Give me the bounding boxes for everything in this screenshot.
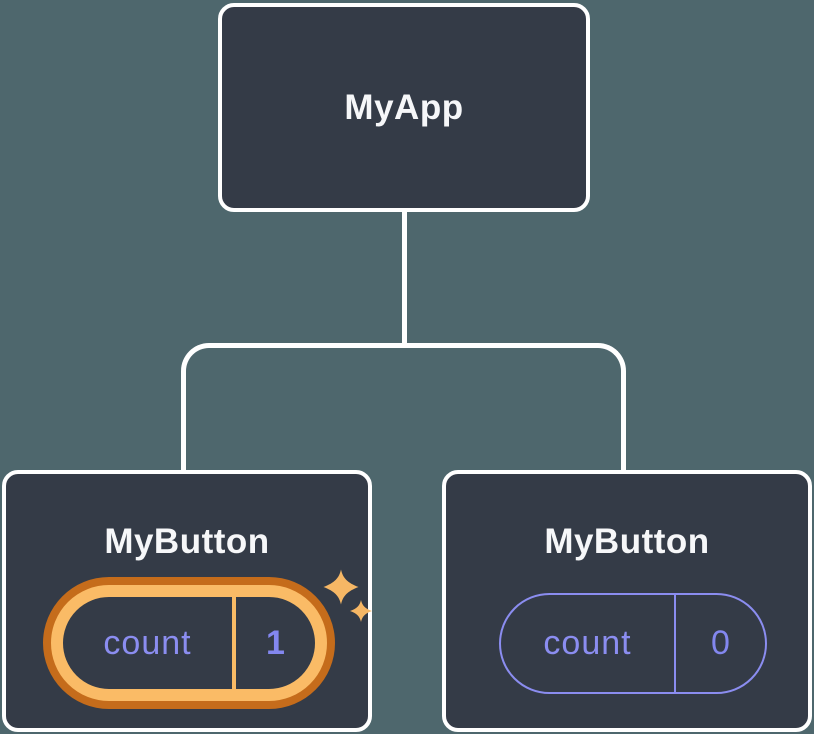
state-name-label: count [543, 624, 632, 662]
sparkles-icon [323, 569, 372, 622]
pill-divider [232, 597, 236, 689]
tree-node-child-left: MyButton count 1 [2, 470, 372, 732]
state-value-label: 0 [711, 624, 730, 662]
state-pill-highlighted: count 1 [51, 585, 327, 701]
tree-node-root: MyApp [218, 3, 590, 212]
state-value-cell: 0 [676, 595, 765, 692]
state-value-label: 1 [266, 623, 285, 662]
pill-divider [674, 595, 676, 692]
tree-node-child-right: MyButton count 0 [442, 470, 812, 732]
connector-branch [181, 343, 626, 473]
root-node-label: MyApp [344, 87, 464, 127]
state-name-cell: count [501, 595, 674, 692]
state-name-label: count [103, 623, 192, 662]
state-value-cell: 1 [236, 597, 315, 689]
state-pill-plain: count 0 [499, 593, 767, 694]
state-name-cell: count [63, 597, 232, 689]
connector-root-stem [402, 209, 407, 345]
child-node-label: MyButton [544, 522, 710, 561]
child-node-label: MyButton [104, 522, 270, 561]
